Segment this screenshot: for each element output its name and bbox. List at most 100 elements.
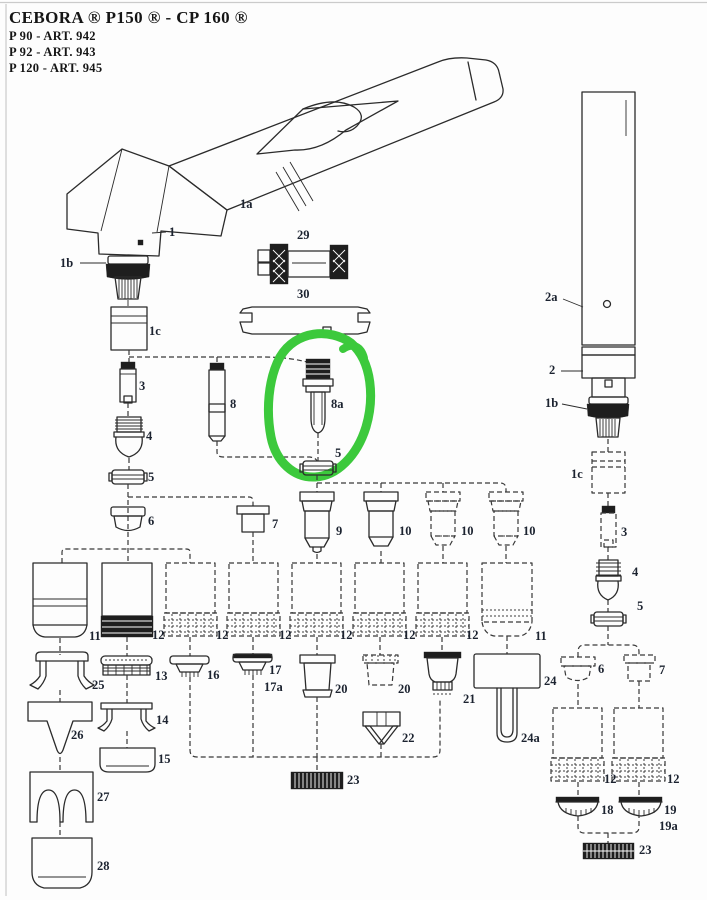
part-label-25: 25 [92, 678, 105, 692]
part-3-right [600, 505, 617, 548]
part-12-cup-dashed [289, 562, 344, 637]
part-label-16: 16 [207, 668, 220, 682]
part-label-15: 15 [158, 752, 171, 766]
part-3-left-electrode [119, 361, 137, 404]
page-title: CEBORA ® P150 ® - CP 160 ® [9, 8, 248, 27]
part-5-right [590, 611, 627, 627]
highlight-annotation-circle [263, 329, 376, 482]
part-5-middle-ring [299, 460, 337, 476]
part-18-shield-disc [555, 796, 600, 817]
part-28-cup [31, 837, 93, 889]
part-label-23-right: 23 [639, 843, 652, 857]
part-5-left-ring [108, 469, 148, 485]
part-label-3-right: 3 [621, 525, 628, 539]
part-label-17: 17 [269, 663, 282, 677]
part-2a-machine-torch [562, 91, 636, 346]
part-label-2: 2 [549, 363, 556, 377]
part-label-14: 14 [156, 713, 169, 727]
part-label-11: 11 [89, 629, 101, 643]
part-19-shield-disc [618, 796, 663, 817]
part-23-knurled-ring [290, 771, 344, 790]
part-label-3: 3 [139, 379, 146, 393]
part-label-1c-right: 1c [571, 467, 583, 481]
part-12-cup-solid [100, 562, 154, 638]
part-label-10c: 10 [523, 524, 536, 538]
part-25-clip [29, 651, 95, 690]
part-label-12d: 12 [340, 628, 353, 642]
part-12-cup-dashed [415, 562, 470, 637]
part-label-19a: 19a [659, 819, 678, 833]
part-12-cup-dashed [352, 562, 407, 637]
part-label-24: 24 [544, 674, 557, 688]
part-6-left-cap [110, 506, 146, 532]
part-7-left-cap [236, 505, 270, 533]
part-1c-left [110, 306, 148, 351]
part-4-left-diffuser [113, 416, 145, 458]
part-10-nozzle-dashed [425, 491, 461, 546]
part-label-17a: 17a [264, 680, 283, 694]
part-30-wrench [239, 306, 371, 335]
part-label-22: 22 [402, 731, 415, 745]
part-1c-right [591, 451, 626, 494]
part-label-20b: 20 [398, 682, 411, 696]
part-23-knurled-ring-right [582, 842, 635, 860]
part-8-electrode [208, 362, 226, 442]
part-label-2a: 2a [545, 290, 558, 304]
part-label-29: 29 [297, 228, 310, 242]
part-1b-collar [105, 255, 151, 306]
part-label-8: 8 [230, 397, 237, 411]
part-label-5-middle: 5 [335, 446, 342, 460]
part-29-connector [257, 243, 349, 285]
part-label-12e: 12 [403, 628, 416, 642]
part-label-19: 19 [664, 803, 677, 817]
part-17-shield [232, 653, 273, 675]
part-label-23: 23 [347, 773, 360, 787]
part-label-1: 1 [169, 225, 176, 239]
part-11-cup-solid [32, 562, 88, 638]
part-label-13: 13 [155, 669, 168, 683]
part-12-cup-dashed [163, 562, 218, 637]
part-label-4-right: 4 [632, 565, 639, 579]
part-1-torch-head [66, 148, 228, 264]
part-label-9: 9 [336, 524, 343, 538]
model-art-943: P 92 - ART. 943 [9, 45, 96, 59]
part-label-1c: 1c [149, 324, 161, 338]
part-label-5-right: 5 [637, 599, 644, 613]
part-label-5: 5 [148, 470, 155, 484]
part-21-shield-cup [423, 651, 462, 695]
part-label-1b: 1b [60, 256, 74, 270]
part-label-12f: 12 [466, 628, 479, 642]
part-24-gouging-block [473, 653, 541, 743]
part-27-double-arch [29, 771, 94, 823]
part-9-nozzle [299, 491, 335, 554]
part-8a-electrode [302, 358, 334, 434]
model-art-945: P 120 - ART. 945 [9, 61, 103, 75]
part-label-12b: 12 [216, 628, 229, 642]
part-label-12c: 12 [279, 628, 292, 642]
part-label-11b: 11 [535, 629, 547, 643]
part-label-27: 27 [97, 790, 110, 804]
part-label-24a: 24a [521, 731, 540, 745]
part-label-10b: 10 [461, 524, 474, 538]
part-7-right-dashed [623, 654, 656, 682]
model-art-942: P 90 - ART. 942 [9, 29, 96, 43]
part-16-shield [169, 655, 210, 677]
part-label-26: 26 [71, 728, 84, 742]
part-1a-torch-handle [168, 57, 504, 212]
part-10-nozzle-dashed [488, 491, 524, 546]
part-label-12a: 12 [152, 628, 165, 642]
part-12-cup-dashed-right [550, 707, 605, 782]
part-12-cup-dashed-right [611, 707, 666, 782]
part-20-cup-solid [299, 654, 336, 698]
part-label-28: 28 [97, 859, 110, 873]
part-6-right-dashed [560, 656, 596, 682]
part-label-1a: 1a [240, 197, 253, 211]
part-label-21: 21 [463, 692, 476, 706]
part-label-6-right: 6 [598, 662, 605, 676]
part-15-cap [99, 747, 156, 773]
part-1b-collar-right [561, 396, 630, 438]
part-label-12g: 12 [604, 772, 617, 786]
part-11-cup-dashed [481, 562, 533, 637]
